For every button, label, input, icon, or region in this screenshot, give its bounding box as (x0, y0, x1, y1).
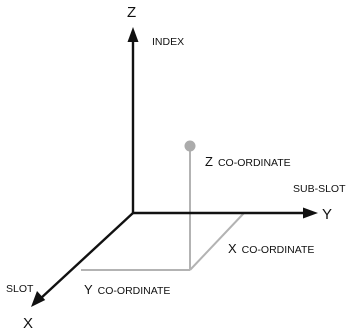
x-coordinate-line (189, 212, 245, 271)
y-axis (133, 207, 318, 219)
y-axis-label: SUB-SLOT (293, 183, 346, 195)
z-coordinate-suffix: CO-ORDINATE (218, 157, 291, 169)
y-axis-letter: Y (322, 206, 332, 223)
x-coordinate-suffix: CO-ORDINATE (242, 244, 315, 256)
coordinate-point (184, 140, 196, 152)
y-axis-arrowhead (303, 207, 318, 219)
z-coordinate-label: Z CO-ORDINATE (205, 154, 291, 169)
x-axis-letter: X (23, 315, 33, 330)
x-axis-line (39, 212, 134, 300)
x-coordinate-label: X CO-ORDINATE (228, 241, 314, 256)
x-axis-label: SLOT (6, 283, 34, 295)
x-axis-arrowhead (31, 291, 46, 307)
y-coordinate-letter: Y (84, 282, 93, 297)
z-axis-label: INDEX (152, 36, 184, 48)
z-axis-arrowhead (127, 27, 139, 42)
z-coordinate-letter: Z (205, 154, 213, 169)
z-axis-letter: Z (127, 4, 136, 21)
x-coordinate-letter: X (228, 241, 237, 256)
projection-lines (81, 148, 245, 271)
y-coordinate-suffix: CO-ORDINATE (98, 285, 171, 297)
z-axis (127, 27, 139, 213)
x-axis (31, 212, 134, 307)
y-coordinate-label: Y CO-ORDINATE (84, 282, 170, 297)
